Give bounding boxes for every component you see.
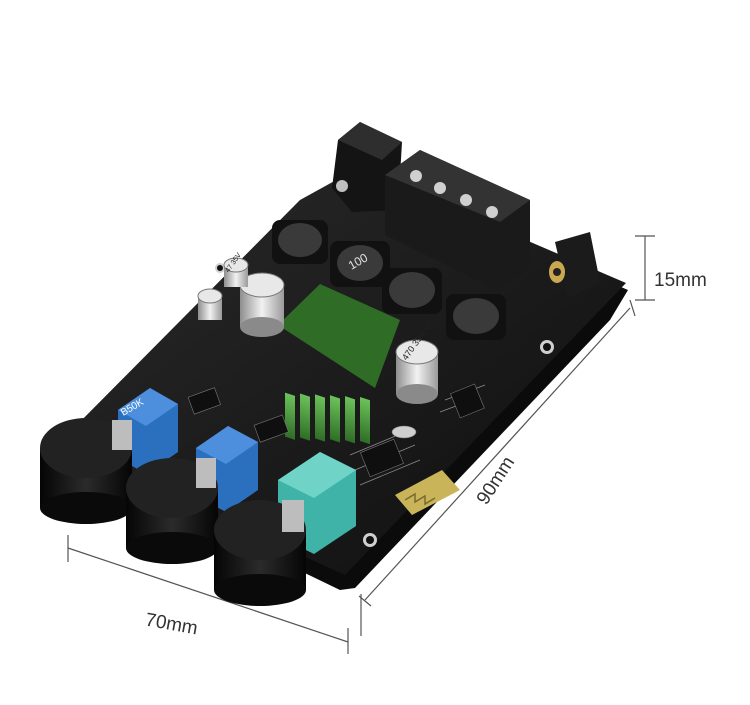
knob-left: [40, 418, 132, 524]
capacitor-small-2: [197, 288, 223, 320]
inductors: 100: [272, 220, 506, 340]
bluetooth-antenna: [395, 470, 460, 515]
heatsink: [278, 284, 400, 445]
audio-jack: [549, 232, 600, 298]
dc-jack: [332, 122, 402, 212]
knob-middle: [126, 458, 218, 564]
capacitor-large-right: [395, 339, 439, 404]
dimension-lines: [67, 235, 655, 654]
knob-right: [214, 500, 306, 606]
knobs: [40, 418, 306, 606]
terminal-block: [385, 150, 530, 290]
chips: [187, 383, 485, 478]
capacitor-small-1: [223, 257, 249, 287]
height-dimension-label: 15mm: [654, 270, 707, 291]
pot-blue-left: B50K: [118, 388, 178, 474]
capacitor-large-left: [239, 272, 285, 337]
